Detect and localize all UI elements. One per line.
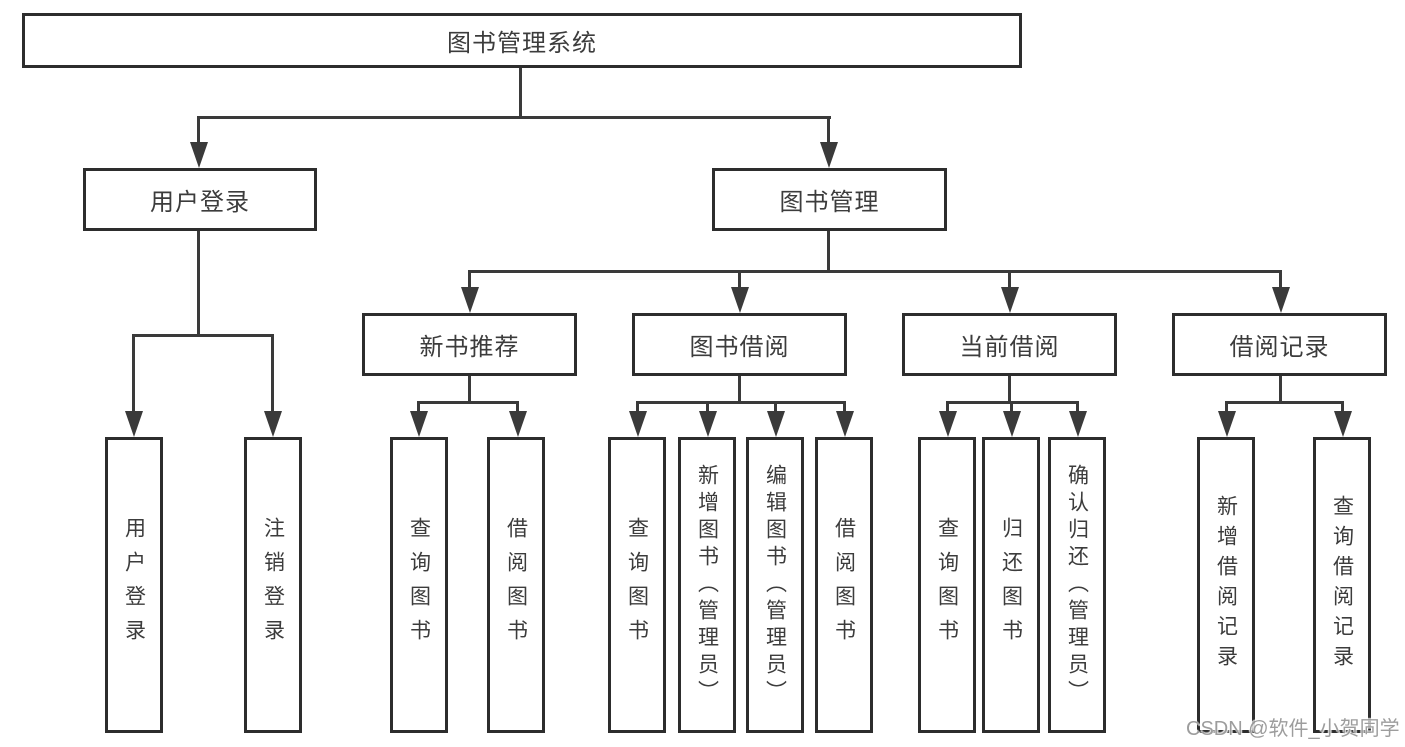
connector-arrow (1069, 411, 1087, 437)
node-root-label: 图书管理系统 (447, 30, 597, 57)
connector-arrow (1272, 287, 1290, 313)
connector-arrow (820, 142, 838, 168)
connector-line (516, 401, 519, 415)
connector-arrow (731, 287, 749, 313)
connector-line (417, 401, 519, 404)
connector-line (417, 401, 420, 415)
connector-line (738, 270, 741, 292)
leaf-confirm-return-admin: 确认归还（管理员） (1048, 437, 1106, 733)
leaf-query-books-1-label: 查询图书 (407, 517, 431, 653)
connector-arrow (264, 411, 282, 437)
connector-arrow (461, 287, 479, 313)
leaf-borrow-books-2-label: 借阅图书 (832, 517, 856, 653)
connector-line (636, 401, 639, 415)
node-new-book-recommend: 新书推荐 (362, 313, 577, 376)
leaf-user-login: 用户登录 (105, 437, 163, 733)
csdn-watermark: CSDN @软件_小贺同学 (1186, 718, 1400, 740)
node-borrow-records: 借阅记录 (1172, 313, 1387, 376)
connector-line (468, 270, 471, 292)
connector-line (1279, 376, 1282, 404)
leaf-return-books-label: 归还图书 (999, 517, 1023, 653)
connector-arrow (629, 411, 647, 437)
node-current-borrow-label: 当前借阅 (959, 334, 1060, 361)
leaf-query-books-2: 查询图书 (608, 437, 666, 733)
leaf-edit-books-admin: 编辑图书（管理员） (746, 437, 804, 733)
connector-arrow (1334, 411, 1352, 437)
leaf-borrow-books-2: 借阅图书 (815, 437, 873, 733)
connector-line (1076, 401, 1079, 415)
connector-line (1008, 376, 1011, 404)
connector-line (197, 116, 831, 119)
node-book-borrow: 图书借阅 (632, 313, 847, 376)
connector-arrow (1003, 411, 1021, 437)
leaf-query-books-3: 查询图书 (918, 437, 976, 733)
connector-line (946, 401, 949, 415)
connector-line (1279, 270, 1282, 292)
connector-line (1341, 401, 1344, 415)
connector-arrow (410, 411, 428, 437)
connector-line (1225, 401, 1228, 415)
connector-line (132, 334, 274, 337)
leaf-user-login-label: 用户登录 (122, 517, 146, 653)
connector-line (468, 376, 471, 404)
connector-line (738, 376, 741, 404)
connector-arrow (190, 142, 208, 168)
connector-arrow (939, 411, 957, 437)
node-book-borrow-label: 图书借阅 (689, 334, 790, 361)
leaf-add-books-admin: 新增图书（管理员） (678, 437, 736, 733)
node-book-management-label: 图书管理 (779, 189, 880, 216)
leaf-edit-books-admin-label: 编辑图书（管理员） (763, 463, 787, 707)
connector-arrow (836, 411, 854, 437)
connector-line (827, 231, 830, 272)
leaf-add-borrow-record: 新增借阅记录 (1197, 437, 1255, 733)
connector-line (519, 68, 522, 118)
connector-arrow (1001, 287, 1019, 313)
connector-line (706, 401, 709, 415)
connector-arrow (509, 411, 527, 437)
connector-line (1225, 401, 1343, 404)
connector-line (843, 401, 846, 415)
leaf-logout-label: 注销登录 (261, 517, 285, 653)
node-current-borrow: 当前借阅 (902, 313, 1117, 376)
connector-line (774, 401, 777, 415)
connector-arrow (767, 411, 785, 437)
leaf-logout: 注销登录 (244, 437, 302, 733)
connector-line (468, 270, 1282, 273)
node-user-login: 用户登录 (83, 168, 317, 231)
connector-line (1010, 401, 1013, 415)
leaf-query-borrow-record: 查询借阅记录 (1313, 437, 1371, 733)
leaf-query-borrow-record-label: 查询借阅记录 (1330, 495, 1354, 675)
connector-line (271, 334, 274, 414)
connector-line (132, 334, 135, 414)
connector-arrow (125, 411, 143, 437)
leaf-return-books: 归还图书 (982, 437, 1040, 733)
connector-arrow (699, 411, 717, 437)
leaf-query-books-2-label: 查询图书 (625, 517, 649, 653)
node-new-book-recommend-label: 新书推荐 (419, 334, 520, 361)
connector-line (636, 401, 846, 404)
connector-line (827, 116, 830, 146)
leaf-confirm-return-admin-label: 确认归还（管理员） (1065, 463, 1089, 707)
leaf-borrow-books-1: 借阅图书 (487, 437, 545, 733)
leaf-borrow-books-1-label: 借阅图书 (504, 517, 528, 653)
leaf-query-books-3-label: 查询图书 (935, 517, 959, 653)
connector-line (1008, 270, 1011, 292)
node-user-login-label: 用户登录 (150, 189, 250, 216)
leaf-add-borrow-record-label: 新增借阅记录 (1214, 495, 1238, 675)
leaf-add-books-admin-label: 新增图书（管理员） (695, 463, 719, 707)
connector-line (197, 231, 200, 336)
connector-arrow (1218, 411, 1236, 437)
node-root: 图书管理系统 (22, 13, 1022, 68)
node-book-management: 图书管理 (712, 168, 947, 231)
node-borrow-records-label: 借阅记录 (1229, 334, 1330, 361)
leaf-query-books-1: 查询图书 (390, 437, 448, 733)
connector-line (197, 116, 200, 146)
